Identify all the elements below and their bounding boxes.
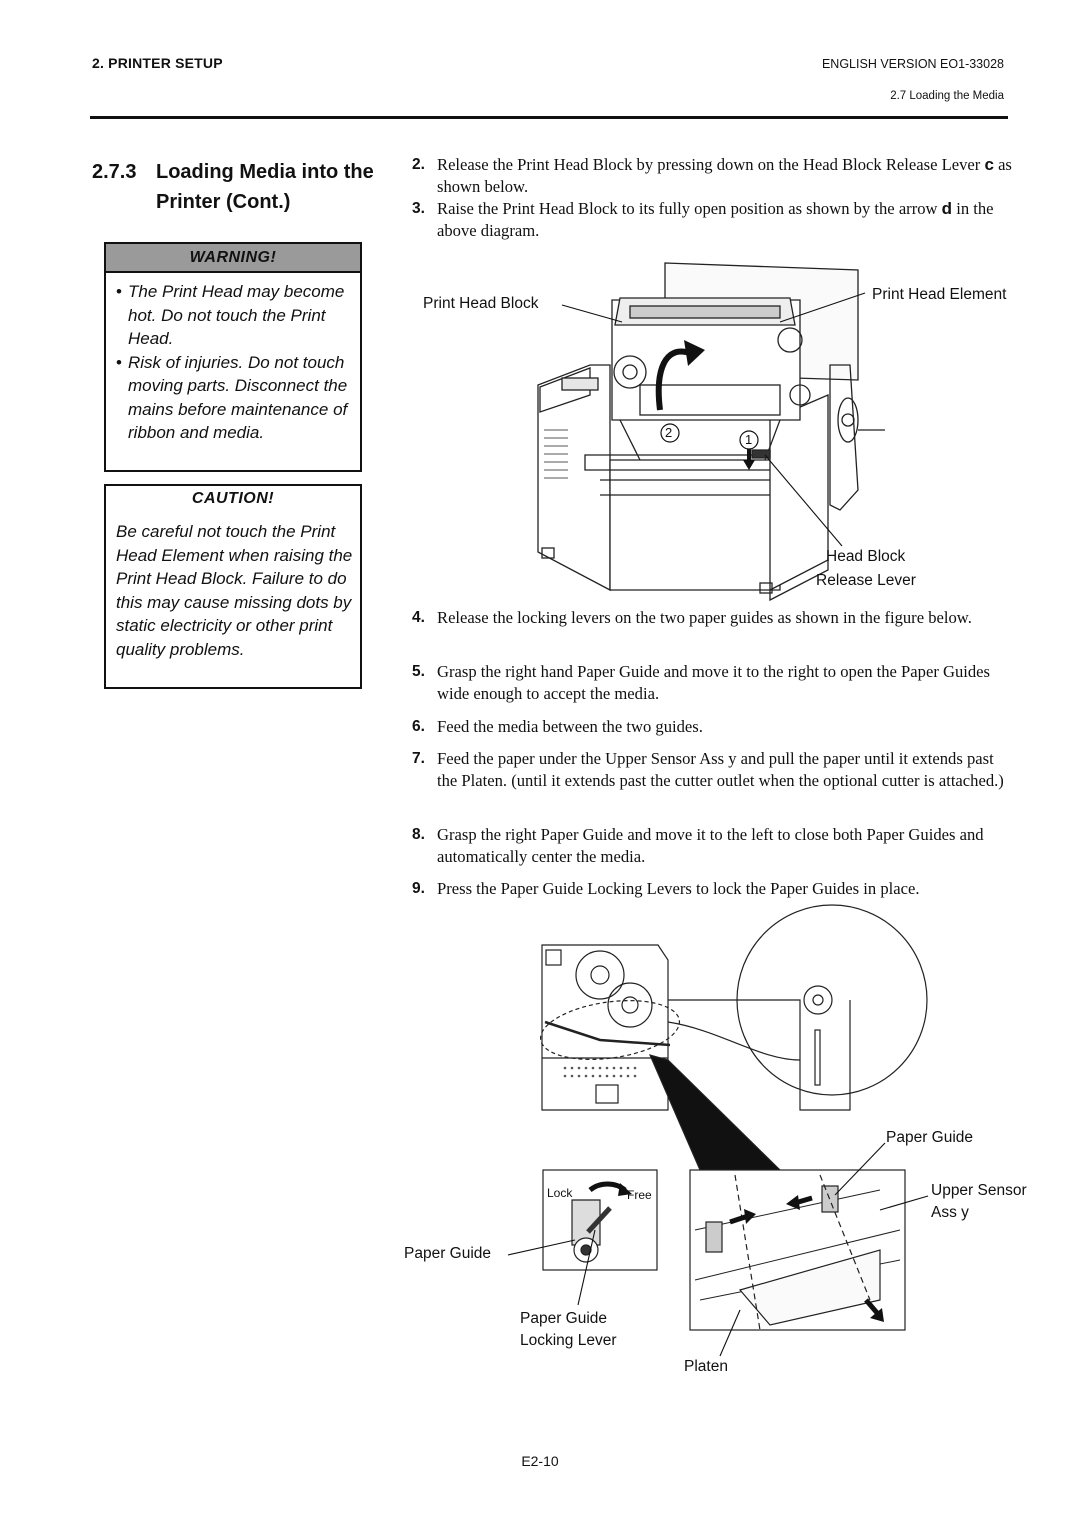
step-text: as shown below. (437, 155, 1012, 196)
header-rule (90, 116, 1008, 119)
section-title-line1: Loading Media into the (156, 161, 374, 183)
step-8: 8. Grasp the right Paper Guide and move … (412, 824, 1012, 867)
callout-symbol: d (941, 199, 953, 218)
label-free: Free (627, 1188, 652, 1202)
warning-item: The Print Head may become hot. Do not to… (116, 280, 360, 351)
step-number: 7. (412, 750, 425, 767)
warning-list: The Print Head may become hot. Do not to… (106, 280, 360, 445)
label-paper-guide-left: Paper Guide (404, 1245, 492, 1262)
caution-heading: CAUTION! (191, 490, 275, 507)
section-title: 2.7.3 Loading Media into the Printer (Con… (92, 157, 374, 217)
step-2: 2. Release the Print Head Block by press… (412, 154, 1012, 197)
warning-heading: WARNING! (106, 244, 360, 273)
marker-2: 2 (665, 425, 673, 440)
label-platen: Platen (684, 1358, 728, 1375)
step-number: 4. (412, 609, 425, 626)
section-number: 2.7.3 (92, 161, 137, 183)
step-text: Grasp the right hand Paper Guide and mov… (437, 662, 990, 703)
step-number: 3. (412, 200, 425, 217)
label-paper-guide-right: Paper Guide (886, 1129, 974, 1146)
label-head-block-release-lever-2: Release Lever (816, 572, 916, 589)
step-3: 3. Raise the Print Head Block to its ful… (412, 198, 1012, 241)
header-version: ENGLISH VERSION EO1-33028 (821, 57, 1004, 71)
step-number: 8. (412, 826, 425, 843)
label-locking-lever-1: Paper Guide (520, 1310, 608, 1327)
step-text: Feed the paper under the Upper Sensor As… (437, 749, 1004, 790)
page-number: E2-10 (521, 1453, 559, 1469)
step-text: Release the locking levers on the two pa… (437, 608, 972, 627)
step-text: Release the Print Head Block by pressing… (437, 155, 985, 174)
label-upper-sensor-2: Ass y (931, 1204, 969, 1221)
label-head-block-release-lever-1: Head Block (826, 548, 906, 565)
caution-box: CAUTION! Be careful not touch the Print … (104, 484, 362, 689)
step-text: Press the Paper Guide Locking Levers to … (437, 879, 920, 898)
step-number: 6. (412, 718, 425, 735)
step-text: Grasp the right Paper Guide and move it … (437, 825, 984, 866)
header-section-title: 2. PRINTER SETUP (92, 55, 223, 71)
step-7: 7. Feed the paper under the Upper Sensor… (412, 748, 1012, 791)
label-locking-lever-2: Locking Lever (520, 1332, 617, 1349)
header-subsection: 2.7 Loading the Media (890, 90, 1004, 102)
step-number: 5. (412, 663, 425, 680)
step-text: Raise the Print Head Block to its fully … (437, 199, 942, 218)
warning-box: WARNING! The Print Head may become hot. … (104, 242, 362, 472)
label-print-head-element: Print Head Element (872, 286, 1007, 303)
caution-body: Be careful not touch the Print Head Elem… (116, 522, 353, 659)
step-9: 9. Press the Paper Guide Locking Levers … (412, 878, 1012, 900)
marker-1: 1 (745, 432, 753, 447)
step-4: 4. Release the locking levers on the two… (412, 607, 1012, 629)
label-upper-sensor-1: Upper Sensor (931, 1182, 1027, 1199)
step-6: 6. Feed the media between the two guides… (412, 716, 1012, 738)
warning-item: Risk of injuries. Do not touch moving pa… (116, 351, 360, 445)
step-text: Feed the media between the two guides. (437, 717, 703, 736)
callout-symbol: c (984, 155, 994, 174)
label-print-head-block: Print Head Block (423, 295, 539, 312)
step-number: 2. (412, 156, 425, 173)
label-lock: Lock (547, 1186, 573, 1200)
step-text: in the above diagram. (437, 199, 994, 240)
step-number: 9. (412, 880, 425, 897)
section-title-line2: Printer (Cont.) (156, 191, 291, 213)
step-5: 5. Grasp the right hand Paper Guide and … (412, 661, 1012, 704)
